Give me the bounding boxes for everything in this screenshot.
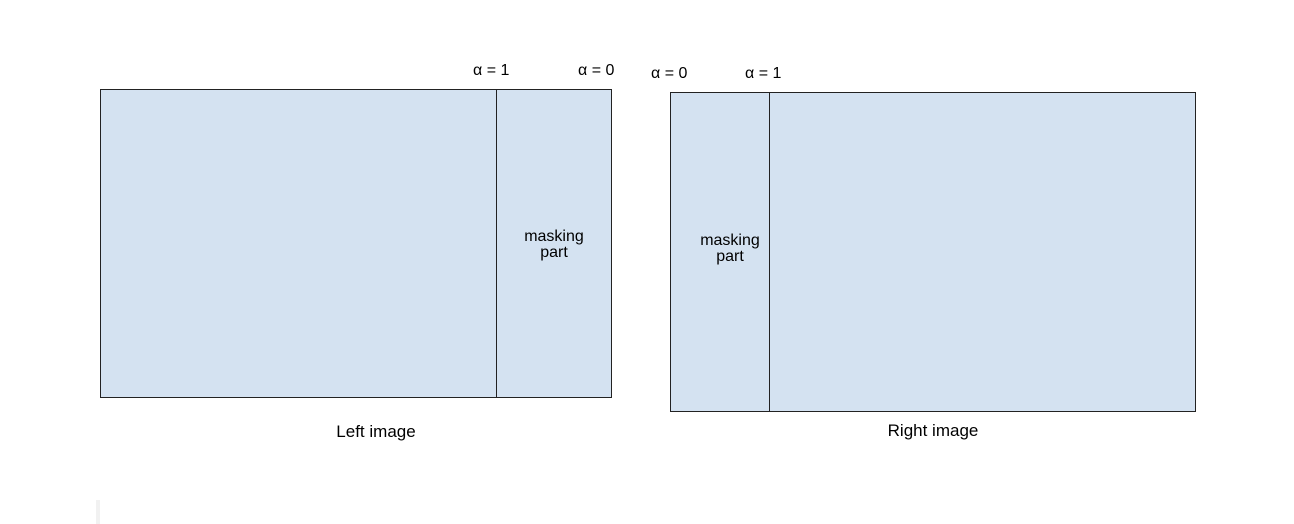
right-alpha-one-label: α = 1 — [745, 65, 782, 82]
left-alpha-one-label: α = 1 — [473, 62, 510, 79]
left-image-rect — [100, 89, 612, 398]
right-image-caption: Right image — [887, 421, 979, 440]
right-masking-line2: part — [716, 248, 744, 265]
right-masking-label: masking part — [685, 233, 775, 265]
left-mask-boundary-line — [496, 89, 497, 398]
right-mask-boundary-line — [769, 92, 770, 412]
left-masking-label: masking part — [509, 229, 599, 261]
right-image-rect — [670, 92, 1196, 412]
left-image-caption: Left image — [336, 422, 416, 441]
left-alpha-zero-label: α = 0 — [578, 62, 615, 79]
right-alpha-zero-label: α = 0 — [651, 65, 688, 82]
left-masking-line2: part — [540, 244, 568, 261]
left-masking-line1: masking — [524, 228, 584, 245]
page-edge-mark — [96, 500, 100, 524]
right-masking-line1: masking — [700, 232, 760, 249]
